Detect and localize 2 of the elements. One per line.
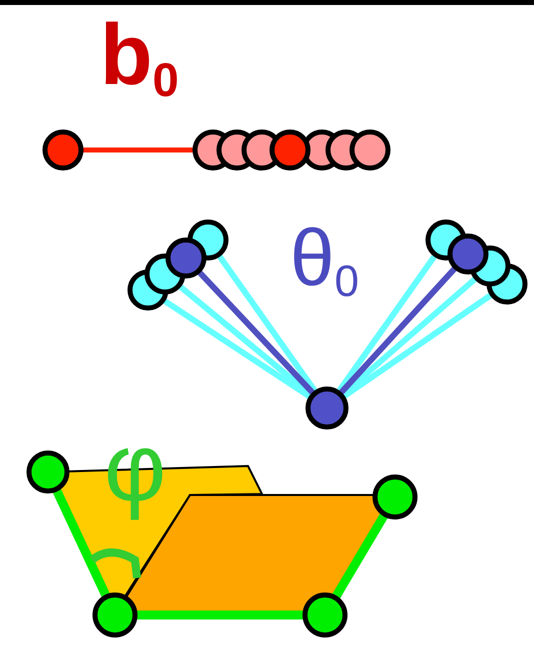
angle-label: θ$_{0}$ xyxy=(290,218,359,304)
bond-length-label: b$_{0}$ xyxy=(100,12,179,104)
